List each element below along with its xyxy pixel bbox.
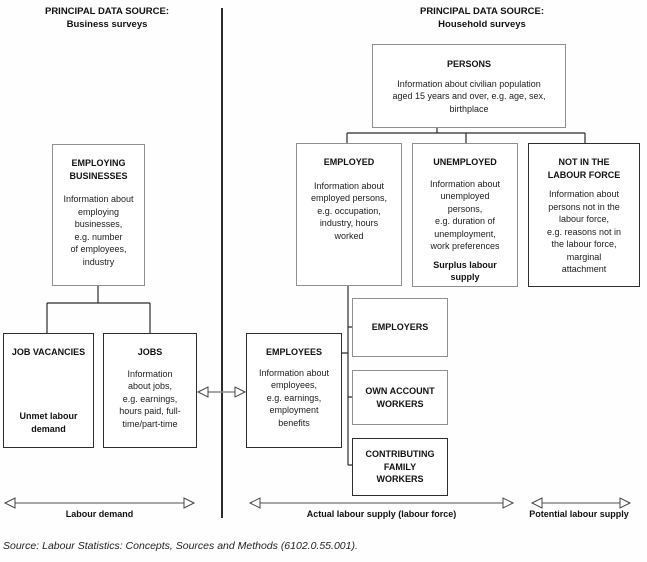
box-body: Information about persons not in the lab… [546,189,622,274]
box-job-vacancies: JOB VACANCIES Unmet labour demand [3,333,94,448]
box-employing-businesses: EMPLOYING BUSINESSES Information about e… [52,144,145,286]
actual-labour-supply-label: Actual labour supply (labour force) [306,509,457,519]
household-surveys-header: PRINCIPAL DATA SOURCE: Household surveys [419,6,545,30]
box-unemployed: UNEMPLOYED Information about unemployed … [412,143,518,287]
jobs-employees-double-arrow [196,386,247,398]
box-footer: Unmet labour demand [19,411,78,434]
box-jobs: JOBS Information about jobs, e.g. earnin… [103,333,197,448]
box-persons: PERSONS Information about civilian popul… [372,44,566,128]
right-tree-connectors [346,128,586,143]
box-title: OWN ACCOUNT WORKERS [365,386,435,409]
source-note: Source: Labour Statistics: Concepts, Sou… [3,540,358,552]
box-employers: EMPLOYERS [352,298,448,357]
box-title: NOT IN THE LABOUR FORCE [547,157,621,180]
labour-demand-arrow [3,497,196,509]
box-body: Information about civilian population ag… [392,78,546,114]
box-footer: Surplus labour supply [433,259,497,283]
employed-spine-connectors [342,286,352,466]
box-title: JOBS [137,347,163,357]
box-title: EMPLOYEES [265,347,322,357]
box-body: Information about employees, e.g. earnin… [258,367,330,428]
actual-labour-supply-arrow [248,497,515,509]
box-body: Information about employed persons, e.g.… [310,180,388,241]
left-tree-connectors [46,286,151,333]
box-body: Information about jobs, e.g. earnings, h… [119,368,181,429]
business-surveys-header: PRINCIPAL DATA SOURCE: Business surveys [44,6,170,30]
box-body: Information about unemployed persons, e.… [429,178,501,252]
box-not-in-labour-force: NOT IN THE LABOUR FORCE Information abou… [528,143,640,287]
labour-demand-label: Labour demand [65,509,134,519]
box-contributing-family-workers: CONTRIBUTING FAMILY WORKERS [352,438,448,496]
box-body: Information about employing businesses, … [63,194,134,267]
box-title: CONTRIBUTING FAMILY WORKERS [365,449,435,485]
potential-labour-supply-label: Potential labour supply [529,509,629,519]
potential-labour-supply-arrow [530,497,632,509]
box-title: PERSONS [446,59,491,69]
box-employed: EMPLOYED Information about employed pers… [296,143,402,286]
box-title: EMPLOYING BUSINESSES [69,158,128,181]
box-own-account-workers: OWN ACCOUNT WORKERS [352,370,448,425]
box-title: EMPLOYERS [371,322,429,333]
box-title: EMPLOYED [323,157,375,167]
box-employees: EMPLOYEES Information about employees, e… [246,333,342,448]
box-title: JOB VACANCIES [11,347,86,357]
box-title: UNEMPLOYED [433,157,497,167]
